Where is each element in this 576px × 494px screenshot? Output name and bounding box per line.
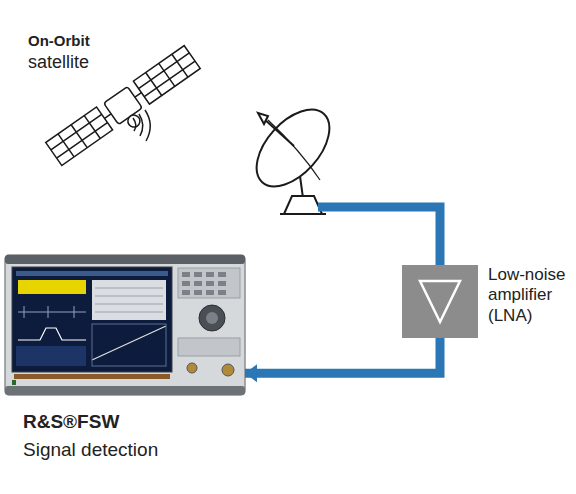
signal-analyzer	[5, 255, 245, 395]
screen-table	[92, 280, 166, 320]
dish-mount	[300, 176, 303, 198]
keys	[182, 272, 226, 295]
dish-feed	[258, 113, 268, 124]
instrument-foot	[5, 386, 245, 395]
solar-panel	[133, 46, 200, 104]
key	[206, 281, 214, 286]
key	[206, 272, 214, 277]
key	[182, 290, 190, 295]
keypad	[178, 268, 240, 298]
arrow-head	[245, 364, 257, 382]
dish-pedestal	[284, 196, 322, 214]
key	[218, 272, 226, 277]
panel-grid	[133, 46, 200, 104]
dish-feed-arm	[263, 118, 294, 146]
key	[194, 272, 202, 277]
table-lines	[95, 288, 163, 312]
screen-bar	[16, 271, 168, 276]
screen-window	[16, 346, 86, 366]
pulse-trace	[18, 328, 86, 340]
cable-connector	[245, 338, 440, 373]
node-text: satellite	[28, 52, 138, 74]
dish-bowl	[243, 96, 343, 199]
cable	[318, 207, 440, 266]
instrument-frame	[5, 255, 245, 395]
signal-waves	[133, 110, 150, 141]
screen-grid	[18, 306, 86, 318]
screen-softkeys	[14, 374, 170, 379]
panel-grid	[46, 107, 113, 165]
spectrum-trace	[18, 280, 86, 294]
key	[218, 281, 226, 286]
ramp-trace	[92, 326, 166, 360]
rf-input-port	[222, 364, 234, 376]
node-heading: Low-noise amplifier (LNA)	[488, 265, 574, 326]
key	[194, 281, 202, 286]
dish-antenna	[243, 96, 343, 214]
dish-base	[280, 213, 326, 215]
power-button	[12, 380, 16, 385]
amplifier-symbol	[402, 265, 478, 338]
knob-cap	[206, 312, 218, 324]
rotary-knob	[199, 305, 225, 331]
lna-box: Low-noise amplifier (LNA)	[402, 265, 478, 338]
node-text: Signal detection	[23, 439, 243, 462]
solar-panel	[46, 107, 113, 165]
signal-wave	[139, 114, 143, 136]
key	[194, 290, 202, 295]
key	[206, 290, 214, 295]
amplifier-triangle	[420, 281, 460, 322]
signal-wave	[133, 118, 136, 131]
signal-wave	[145, 110, 150, 141]
instrument-screen	[12, 267, 172, 372]
key	[218, 290, 226, 295]
satellite-label-group: On-Orbit satellite	[22, 28, 142, 78]
rf-port	[187, 363, 197, 373]
instrument-node: R&S®FSWSignal detection	[5, 255, 245, 395]
key	[182, 272, 190, 277]
node-heading: R&S®FSW	[23, 411, 223, 434]
port-panel	[178, 338, 240, 356]
screen-window	[92, 324, 166, 366]
node-heading: On-Orbit	[28, 32, 138, 50]
key	[182, 281, 190, 286]
instrument-top	[5, 255, 245, 264]
